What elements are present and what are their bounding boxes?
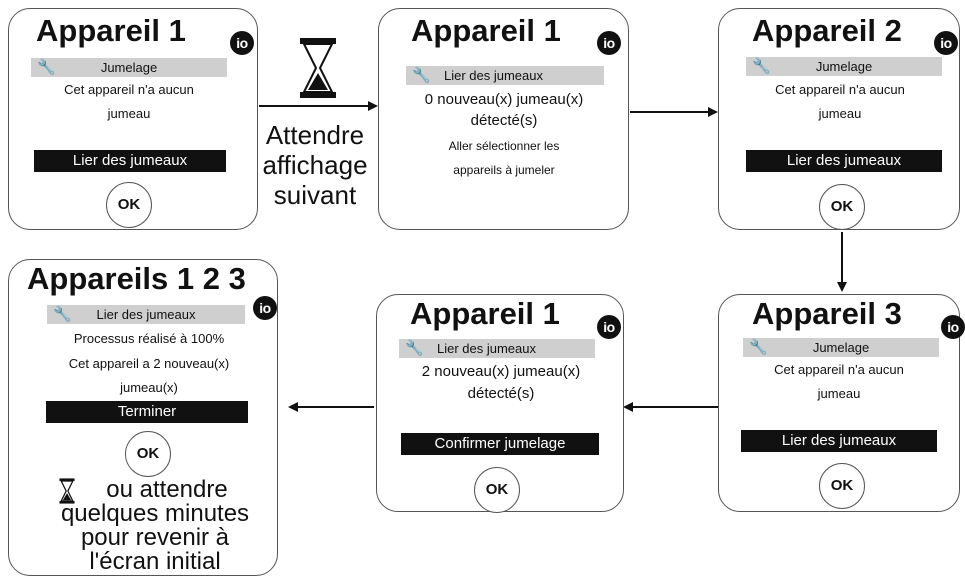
menu-bar: 🔧 Jumelage	[743, 338, 939, 357]
finish-button[interactable]: Terminer	[46, 401, 248, 423]
link-twins-button[interactable]: Lier des jumeaux	[746, 150, 942, 172]
ok-button[interactable]: OK	[819, 184, 865, 230]
wrench-icon: 🔧	[752, 58, 771, 75]
wrench-icon: 🔧	[412, 67, 431, 84]
menu-bar-label: Lier des jumeaux	[444, 68, 543, 83]
message-line: jumeau	[107, 106, 151, 121]
message-line: détecté(s)	[467, 385, 535, 402]
ok-button[interactable]: OK	[819, 463, 865, 509]
confirm-pairing-button[interactable]: Confirmer jumelage	[401, 433, 599, 455]
menu-bar-label: Jumelage	[812, 340, 870, 355]
ok-button[interactable]: OK	[474, 467, 520, 513]
message-line: appareils à jumeler	[453, 163, 555, 177]
panel-title: Appareil 1	[411, 13, 561, 48]
message-line: Cet appareil n'a aucun	[775, 82, 905, 97]
panel-title: Appareils 1 2 3	[27, 261, 246, 296]
menu-bar: 🔧 Jumelage	[746, 57, 942, 76]
panel-appareil-1-confirmer: Appareil 1 io 🔧 Lier des jumeaux 2 nouve…	[376, 294, 624, 513]
io-icon: io	[597, 31, 621, 55]
menu-bar: 🔧 Lier des jumeaux	[399, 339, 595, 358]
wrench-icon: 🔧	[37, 59, 56, 76]
menu-bar: 🔧 Lier des jumeaux	[406, 66, 604, 85]
menu-bar-label: Lier des jumeaux	[96, 307, 196, 322]
panel-appareil-1-lier: Appareil 1 io 🔧 Lier des jumeaux 0 nouve…	[378, 8, 629, 230]
menu-bar-label: Lier des jumeaux	[437, 341, 536, 356]
hourglass-icon	[300, 38, 336, 98]
panel-title: Appareil 3	[752, 296, 902, 331]
panel-appareils-1-2-3-terminer: Appareils 1 2 3 io 🔧 Lier des jumeaux Pr…	[8, 259, 278, 576]
wrench-icon: 🔧	[749, 339, 768, 356]
panel-appareil-3-jumelage: Appareil 3 io 🔧 Jumelage Cet appareil n'…	[718, 294, 965, 512]
wait-note-line: suivant	[273, 180, 357, 210]
message-line: Cet appareil n'a aucun	[64, 82, 194, 97]
io-icon: io	[230, 31, 254, 55]
message-line: jumeau	[818, 106, 862, 121]
io-icon: io	[597, 315, 621, 339]
message-line: Cet appareil a 2 nouveau(x)	[68, 356, 230, 371]
menu-bar-label: Jumelage	[815, 59, 873, 74]
final-note-line: l'écran initial	[89, 548, 221, 575]
message-line: Cet appareil n'a aucun	[774, 362, 904, 377]
message-line: 0 nouveau(x) jumeau(x)	[424, 91, 584, 108]
panel-title: Appareil 2	[752, 13, 902, 48]
io-icon: io	[941, 315, 965, 339]
final-note-line: pour revenir à	[80, 524, 230, 551]
wait-note-line: affichage	[262, 150, 368, 180]
final-note: ou attendre quelques minutes pour reveni…	[35, 478, 275, 574]
panel-appareil-1-jumelage: Appareil 1 io 🔧 Jumelage Cet appareil n'…	[8, 8, 258, 230]
wrench-icon: 🔧	[405, 340, 424, 357]
panel-title: Appareil 1	[36, 13, 186, 48]
link-twins-button[interactable]: Lier des jumeaux	[741, 430, 937, 452]
message-line: jumeau	[817, 386, 861, 401]
message-line: Aller sélectionner les	[448, 139, 560, 153]
final-note-line: quelques minutes	[60, 500, 250, 527]
message-line: jumeau(x)	[120, 380, 178, 395]
link-twins-button[interactable]: Lier des jumeaux	[34, 150, 226, 172]
panel-appareil-2-jumelage: Appareil 2 io 🔧 Jumelage Cet appareil n'…	[718, 8, 960, 230]
io-icon: io	[253, 296, 277, 320]
ok-button[interactable]: OK	[125, 431, 171, 477]
wrench-icon: 🔧	[53, 306, 72, 323]
menu-bar: 🔧 Jumelage	[31, 58, 227, 77]
message-line: détecté(s)	[470, 112, 538, 129]
io-icon: io	[934, 31, 958, 55]
message-line: 2 nouveau(x) jumeau(x)	[421, 363, 581, 380]
menu-bar: 🔧 Lier des jumeaux	[47, 305, 245, 324]
hourglass-icon	[59, 478, 75, 504]
message-line: Processus réalisé à 100%	[73, 331, 225, 346]
wait-note-line: Attendre	[265, 120, 365, 150]
final-note-line: ou attendre	[106, 476, 228, 503]
menu-bar-label: Jumelage	[100, 60, 158, 75]
wait-note: Attendre affichage suivant	[255, 120, 375, 210]
ok-button[interactable]: OK	[106, 182, 152, 228]
panel-title: Appareil 1	[410, 296, 560, 331]
